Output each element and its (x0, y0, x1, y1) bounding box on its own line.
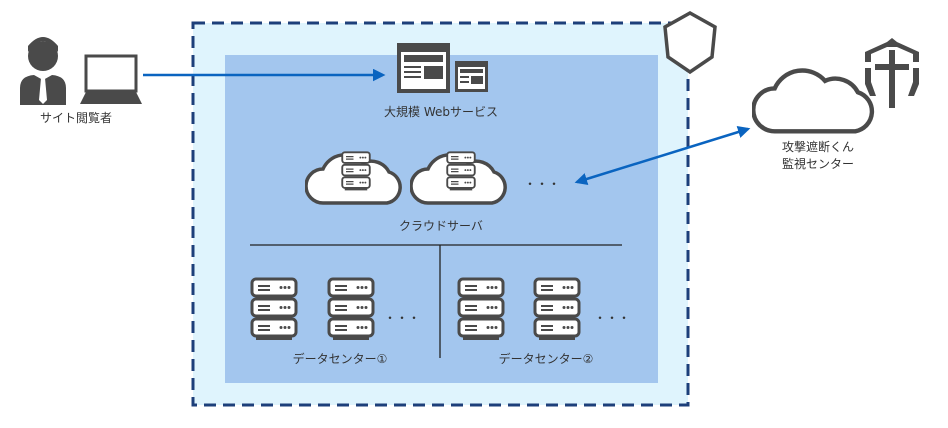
datacenter-1-ellipsis: ・・・ (384, 311, 420, 325)
monitor-cloud-icon (753, 71, 872, 132)
monitor-label-line2: 監視センター (782, 156, 854, 171)
datacenter-1-label: データセンター① (293, 351, 388, 366)
server-icon (327, 277, 375, 341)
site-viewer-label: サイト閲覧者 (40, 111, 112, 125)
web-service-label: 大規模 Webサービス (384, 104, 498, 119)
server-icon (250, 277, 298, 341)
monitoring-arrow (574, 125, 751, 186)
laptop-icon (80, 54, 142, 104)
shield-cross-icon (865, 38, 919, 108)
datacenter-2-ellipsis: ・・・ (594, 311, 630, 325)
web-page-small-icon (455, 61, 488, 92)
user-icon (20, 37, 66, 105)
shield-icon (663, 10, 717, 75)
server-icon (533, 277, 581, 341)
cloud-ellipsis: ・・・ (524, 177, 560, 191)
monitor-label-line1: 攻撃遮断くん (782, 139, 854, 154)
datacenter-2-label: データセンター② (499, 351, 594, 366)
web-page-icon (397, 43, 450, 93)
cloud-server-label: クラウドサーバ (399, 219, 483, 233)
server-icon (457, 277, 505, 341)
